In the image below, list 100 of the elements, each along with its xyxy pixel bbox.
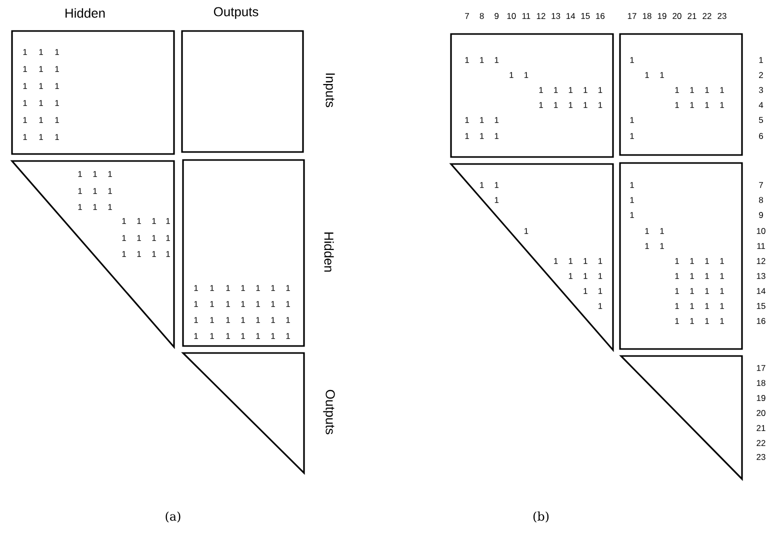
column-number: 20 bbox=[672, 13, 682, 19]
matrix-entry: 1 bbox=[166, 235, 170, 241]
matrix-entry: 1 bbox=[598, 273, 602, 279]
row-number: 16 bbox=[756, 318, 766, 324]
matrix-entry: 1 bbox=[494, 197, 499, 203]
matrix-entry: 1 bbox=[271, 301, 275, 307]
matrix-entry: 1 bbox=[108, 171, 112, 177]
matrix-box bbox=[11, 30, 175, 155]
row-number: 1 bbox=[759, 57, 763, 63]
column-number: 17 bbox=[628, 13, 636, 19]
row-number: 3 bbox=[758, 87, 763, 93]
matrix-entry: 1 bbox=[705, 87, 709, 93]
matrix-entry: 1 bbox=[598, 258, 602, 264]
row-number: 9 bbox=[759, 212, 763, 218]
matrix-entry: 1 bbox=[286, 333, 290, 339]
column-number: 13 bbox=[552, 13, 560, 19]
row-number: 22 bbox=[756, 440, 766, 446]
matrix-entry: 1 bbox=[210, 333, 214, 339]
matrix-box bbox=[619, 162, 743, 350]
matrix-entry: 1 bbox=[494, 182, 499, 188]
matrix-entry: 1 bbox=[93, 204, 97, 210]
matrix-entry: 1 bbox=[55, 117, 59, 123]
matrix-entry: 1 bbox=[568, 273, 573, 279]
row-number: 8 bbox=[759, 197, 763, 203]
matrix-entry: 1 bbox=[166, 251, 170, 257]
matrix-entry: 1 bbox=[286, 285, 290, 291]
matrix-entry: 1 bbox=[675, 258, 679, 264]
matrix-entry: 1 bbox=[705, 288, 709, 294]
matrix-entry: 1 bbox=[55, 49, 59, 55]
matrix-entry: 1 bbox=[510, 72, 514, 78]
row-number: 18 bbox=[756, 380, 766, 386]
matrix-entry: 1 bbox=[78, 188, 82, 194]
matrix-entry: 1 bbox=[630, 117, 634, 123]
matrix-entry: 1 bbox=[660, 243, 664, 249]
matrix-entry: 1 bbox=[122, 218, 126, 224]
matrix-entry: 1 bbox=[480, 182, 484, 188]
matrix-entry: 1 bbox=[554, 102, 558, 108]
matrix-entry: 1 bbox=[194, 285, 198, 291]
row-number: 13 bbox=[756, 273, 766, 279]
row-number: 12 bbox=[756, 258, 766, 264]
matrix-entry: 1 bbox=[480, 133, 484, 139]
matrix-entry: 1 bbox=[645, 228, 649, 234]
row-number: 5 bbox=[759, 117, 763, 123]
matrix-entry: 1 bbox=[720, 258, 724, 264]
row-number: 11 bbox=[757, 243, 765, 249]
column-number: 23 bbox=[718, 13, 726, 19]
matrix-entry: 1 bbox=[194, 333, 198, 339]
matrix-entry: 1 bbox=[39, 66, 43, 72]
matrix-entry: 1 bbox=[598, 288, 602, 294]
matrix-entry: 1 bbox=[645, 72, 649, 78]
matrix-entry: 1 bbox=[720, 273, 724, 279]
matrix-entry: 1 bbox=[39, 117, 43, 123]
matrix-entry: 1 bbox=[690, 258, 694, 264]
matrix-entry: 1 bbox=[645, 243, 649, 249]
matrix-entry: 1 bbox=[194, 301, 198, 307]
matrix-entry: 1 bbox=[271, 285, 275, 291]
column-number: 16 bbox=[596, 13, 605, 19]
matrix-entry: 1 bbox=[286, 301, 290, 307]
row-number: 23 bbox=[756, 454, 766, 460]
column-number: 10 bbox=[507, 13, 516, 19]
matrix-entry: 1 bbox=[584, 102, 588, 108]
matrix-entry: 1 bbox=[568, 102, 573, 108]
matrix-entry: 1 bbox=[480, 117, 484, 123]
matrix-entry: 1 bbox=[630, 197, 634, 203]
matrix-entry: 1 bbox=[23, 117, 27, 123]
matrix-entry: 1 bbox=[256, 317, 260, 323]
row-number: 14 bbox=[756, 288, 766, 294]
matrix-entry: 1 bbox=[23, 83, 27, 89]
matrix-entry: 1 bbox=[598, 102, 602, 108]
matrix-entry: 1 bbox=[55, 100, 59, 106]
matrix-entry: 1 bbox=[55, 134, 59, 140]
row-number: 21 bbox=[756, 425, 766, 431]
matrix-entry: 1 bbox=[660, 228, 664, 234]
row-number: 4 bbox=[758, 102, 764, 108]
matrix-entry: 1 bbox=[137, 235, 141, 241]
matrix-entry: 1 bbox=[720, 102, 724, 108]
matrix-entry: 1 bbox=[675, 102, 679, 108]
matrix-entry: 1 bbox=[465, 133, 469, 139]
matrix-entry: 1 bbox=[23, 66, 27, 72]
matrix-entry: 1 bbox=[39, 100, 43, 106]
matrix-entry: 1 bbox=[630, 57, 634, 63]
matrix-entry: 1 bbox=[705, 303, 709, 309]
matrix-entry: 1 bbox=[55, 83, 59, 89]
row-number: 7 bbox=[759, 182, 763, 188]
matrix-entry: 1 bbox=[568, 258, 573, 264]
matrix-entry: 1 bbox=[78, 171, 82, 177]
row-number: 20 bbox=[756, 410, 766, 416]
matrix-entry: 1 bbox=[675, 318, 679, 324]
matrix-entry: 1 bbox=[152, 251, 156, 257]
matrix-entry: 1 bbox=[598, 87, 602, 93]
matrix-entry: 1 bbox=[210, 317, 214, 323]
matrix-entry: 1 bbox=[137, 251, 141, 257]
matrix-entry: 1 bbox=[210, 285, 214, 291]
matrix-entry: 1 bbox=[23, 100, 27, 106]
matrix-entry: 1 bbox=[720, 303, 724, 309]
matrix-entry: 1 bbox=[584, 273, 588, 279]
matrix-entry: 1 bbox=[271, 317, 275, 323]
matrix-entry: 1 bbox=[271, 333, 275, 339]
matrix-entry: 1 bbox=[554, 87, 558, 93]
matrix-entry: 1 bbox=[494, 57, 499, 63]
